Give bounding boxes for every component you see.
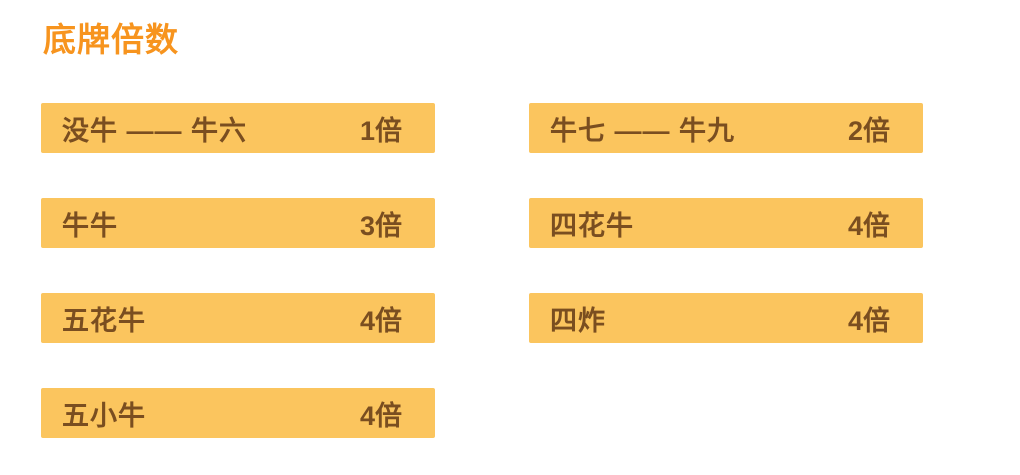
hand-label: 四花牛 <box>550 210 634 241</box>
multiplier-value: 1倍 <box>359 115 402 146</box>
multiplier-value: 4倍 <box>847 305 890 336</box>
multiplier-row: 五花牛 4倍 <box>41 293 435 343</box>
page-title: 底牌倍数 <box>43 21 179 58</box>
hand-label: 五花牛 <box>62 305 146 336</box>
multiplier-value: 2倍 <box>847 115 890 146</box>
multiplier-value: 4倍 <box>359 305 402 336</box>
multiplier-row: 五小牛 4倍 <box>41 388 435 438</box>
multiplier-row: 牛牛 3倍 <box>41 198 435 248</box>
multiplier-value: 3倍 <box>359 210 402 241</box>
multiplier-row: 没牛 —— 牛六 1倍 <box>41 103 435 153</box>
hand-label: 五小牛 <box>62 400 146 431</box>
multiplier-value: 4倍 <box>359 400 402 431</box>
multiplier-value: 4倍 <box>847 210 890 241</box>
multiplier-column-left: 没牛 —— 牛六 1倍 牛牛 3倍 五花牛 4倍 五小牛 4倍 <box>41 103 435 475</box>
hand-label: 牛牛 <box>62 210 118 241</box>
multiplier-column-right: 牛七 —— 牛九 2倍 四花牛 4倍 四炸 4倍 <box>529 103 923 388</box>
hand-label: 没牛 —— 牛六 <box>62 115 248 146</box>
multiplier-row: 四花牛 4倍 <box>529 198 923 248</box>
hand-label: 四炸 <box>550 305 606 336</box>
multiplier-row: 四炸 4倍 <box>529 293 923 343</box>
hand-label: 牛七 —— 牛九 <box>550 115 736 146</box>
multiplier-row: 牛七 —— 牛九 2倍 <box>529 103 923 153</box>
